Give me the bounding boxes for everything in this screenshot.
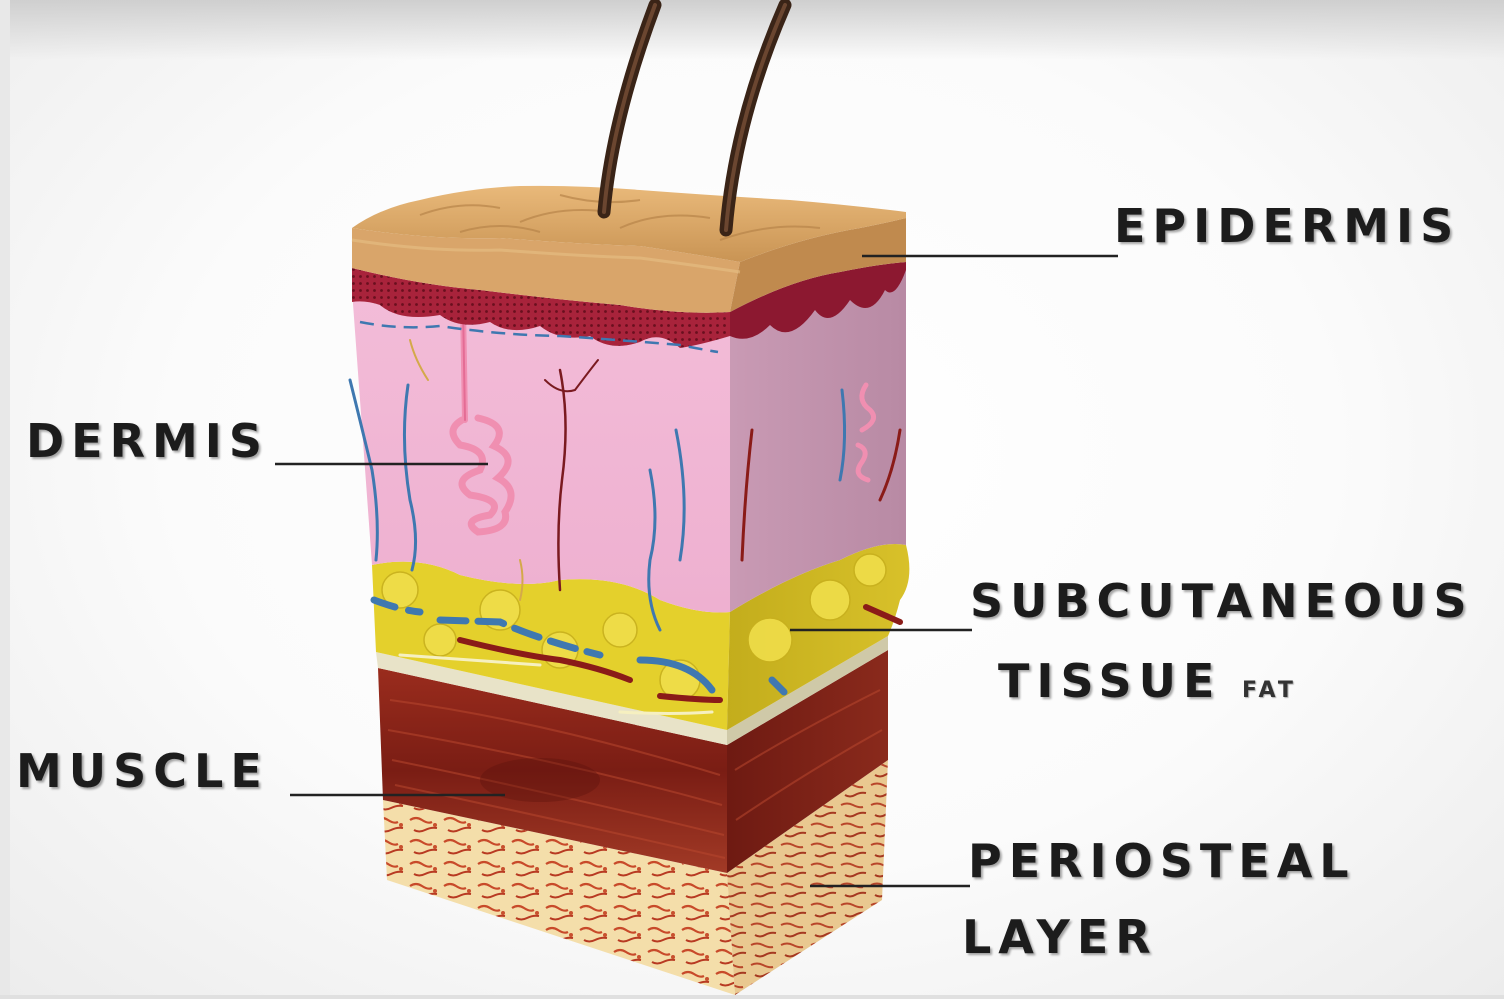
label-periosteal-line1: PERIOSTEAL: [968, 838, 1356, 884]
bottom-border: [0, 995, 1504, 999]
label-muscle: MUSCLE: [16, 748, 269, 794]
label-fat-tag: FAT: [1242, 680, 1297, 702]
label-subcutaneous-line1: SUBCUTANEOUS: [970, 578, 1474, 624]
label-subcutaneous-line2: TISSUE: [998, 658, 1221, 704]
label-epidermis: EPIDERMIS: [1114, 203, 1460, 249]
label-dermis: DERMIS: [26, 418, 269, 464]
label-periosteal-line2: LAYER: [962, 914, 1158, 960]
